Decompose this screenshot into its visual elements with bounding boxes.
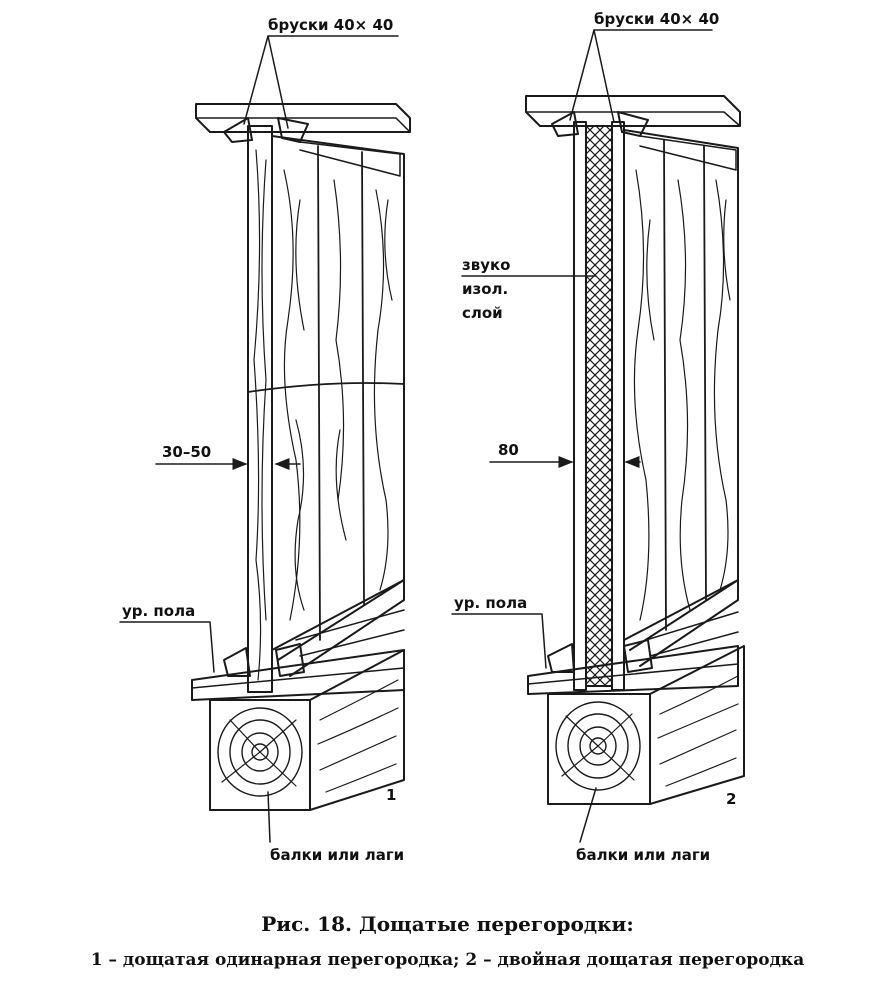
label-insulation-2: изол. — [462, 280, 508, 298]
double-partition-drawing — [525, 95, 745, 805]
single-partition-drawing — [191, 103, 411, 811]
label-thickness-right: 80 — [498, 441, 519, 459]
figure-caption-subtitle: 1 – дощатая одинарная перегородка; 2 – д… — [90, 950, 805, 970]
label-bars-left: бруски 40× 40 — [268, 16, 393, 34]
label-beams-right: балки или лаги — [576, 846, 710, 864]
diagram-labels: бруски 40× 40 бруски 40× 40 звуко изол. … — [122, 10, 736, 864]
label-bars-right: бруски 40× 40 — [594, 10, 719, 28]
label-floor-left: ур. пола — [122, 602, 195, 620]
label-beams-left: балки или лаги — [270, 846, 404, 864]
label-insulation-3: слой — [462, 304, 503, 322]
label-insulation-1: звуко — [462, 256, 510, 274]
label-number-left: 1 — [386, 786, 396, 804]
insulation-layer — [585, 125, 613, 687]
leader-lines — [119, 29, 713, 843]
label-floor-right: ур. пола — [454, 594, 527, 612]
label-number-right: 2 — [726, 790, 736, 808]
figure-caption-title: Рис. 18. Дощатые перегородки: — [261, 912, 634, 936]
label-thickness-left: 30–50 — [162, 443, 211, 461]
